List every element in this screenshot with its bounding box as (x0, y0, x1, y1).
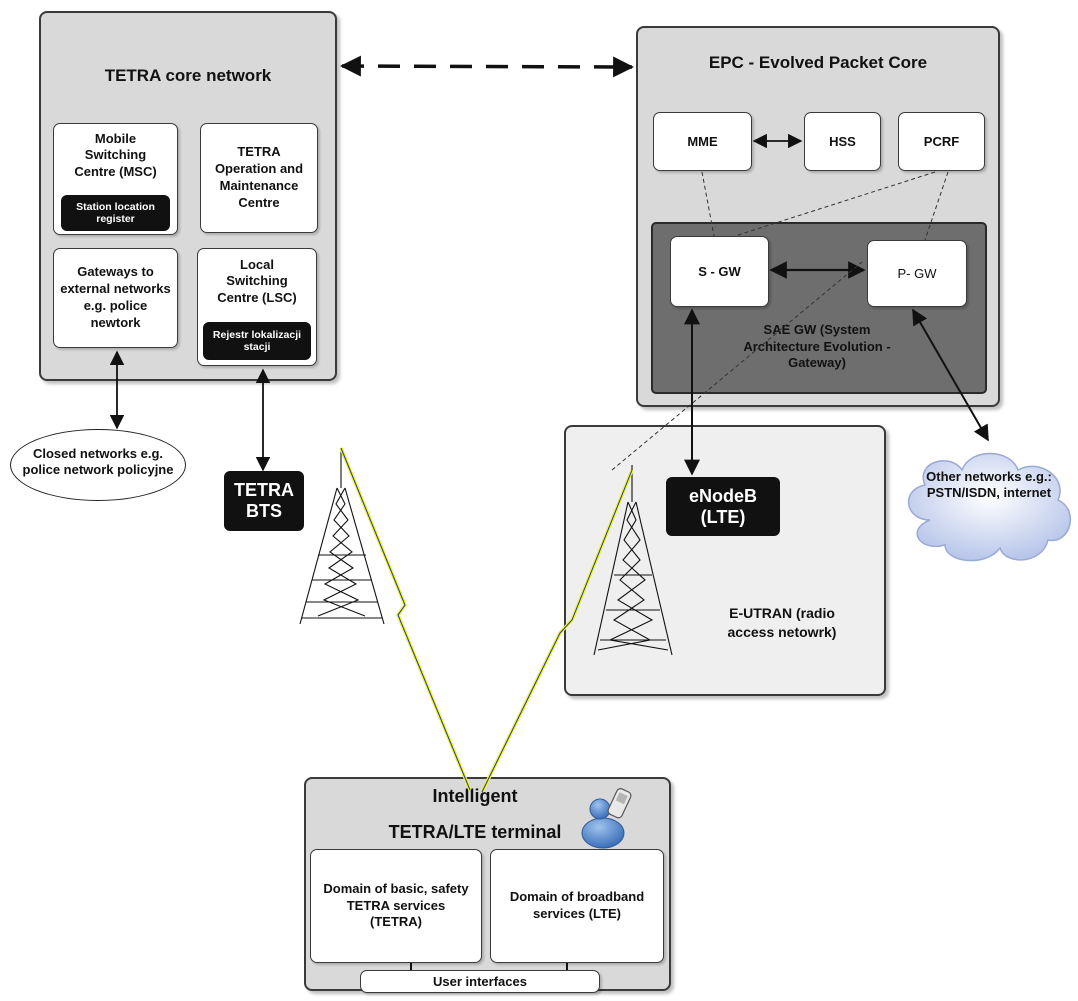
external-gateways-box: Gateways to external networks e.g. polic… (53, 248, 178, 348)
closed-networks-label: Closed networks e.g. police network poli… (22, 446, 174, 477)
user-interfaces-box: User interfaces (360, 970, 600, 993)
epc-title: EPC - Evolved Packet Core (708, 53, 928, 72)
s-gw-box: S - GW (670, 236, 769, 307)
pcrf-pgw-dashed (924, 171, 949, 241)
tetra-tower-icon (299, 448, 385, 625)
tetra-bts-label: TETRA BTS (224, 471, 304, 531)
external-gateways-label: Gateways to external networks e.g. polic… (60, 264, 171, 330)
pcrf-sgw-dashed (734, 171, 936, 237)
e-utran-label: E-UTRAN (radio access netowrk) (727, 605, 837, 640)
mme-box: MME (653, 112, 752, 171)
hss-box: HSS (804, 112, 881, 171)
tetra-services-domain-box: Domain of basic, safety TETRA services (… (310, 849, 482, 963)
tetra-radio-link (339, 447, 472, 791)
pgw-other-networks-link (912, 308, 989, 442)
p-gw-box: P- GW (867, 240, 967, 307)
mme-sgw-dashed (701, 171, 715, 237)
user-phone-icon (581, 788, 632, 849)
cloud-icon (907, 452, 1072, 562)
sae-gw-label: SAE GW (System Architecture Evolution - … (743, 322, 891, 371)
enodeb-mme-dashed (611, 261, 863, 471)
terminal-title-line2: TETRA/LTE terminal (388, 822, 562, 842)
broadband-services-domain-box: Domain of broadband services (LTE) (490, 849, 664, 963)
closed-networks-ellipse (10, 429, 186, 501)
lte-radio-link (480, 469, 634, 793)
tetra-epc-dashed-link (339, 55, 635, 78)
broadband-services-domain-label: Domain of broadband services (LTE) (509, 889, 645, 921)
other-networks-label: Other networks e.g.: PSTN/ISDN, internet (926, 469, 1052, 501)
enodeb-label: eNodeB (LTE) (666, 477, 780, 536)
e-utran-panel (564, 425, 886, 696)
msc-label: Mobile Switching Centre (MSC) (74, 131, 157, 179)
station-location-register-pl: Rejestr lokalizacji stacji (203, 322, 311, 360)
terminal-title-line1: Intelligent (432, 786, 518, 806)
lsc-label: Local Switching Centre (LSC) (217, 257, 297, 305)
tetra-core-network-title: TETRA core network (104, 66, 272, 85)
tetra-om-centre-box: TETRA Operation and Maintenance Centre (200, 123, 318, 233)
lte-tower-icon (593, 465, 673, 656)
pcrf-box: PCRF (898, 112, 985, 171)
station-location-register: Station location register (61, 195, 170, 231)
tetra-om-centre-label: TETRA Operation and Maintenance Centre (214, 144, 304, 210)
tetra-services-domain-label: Domain of basic, safety TETRA services (… (323, 880, 469, 930)
